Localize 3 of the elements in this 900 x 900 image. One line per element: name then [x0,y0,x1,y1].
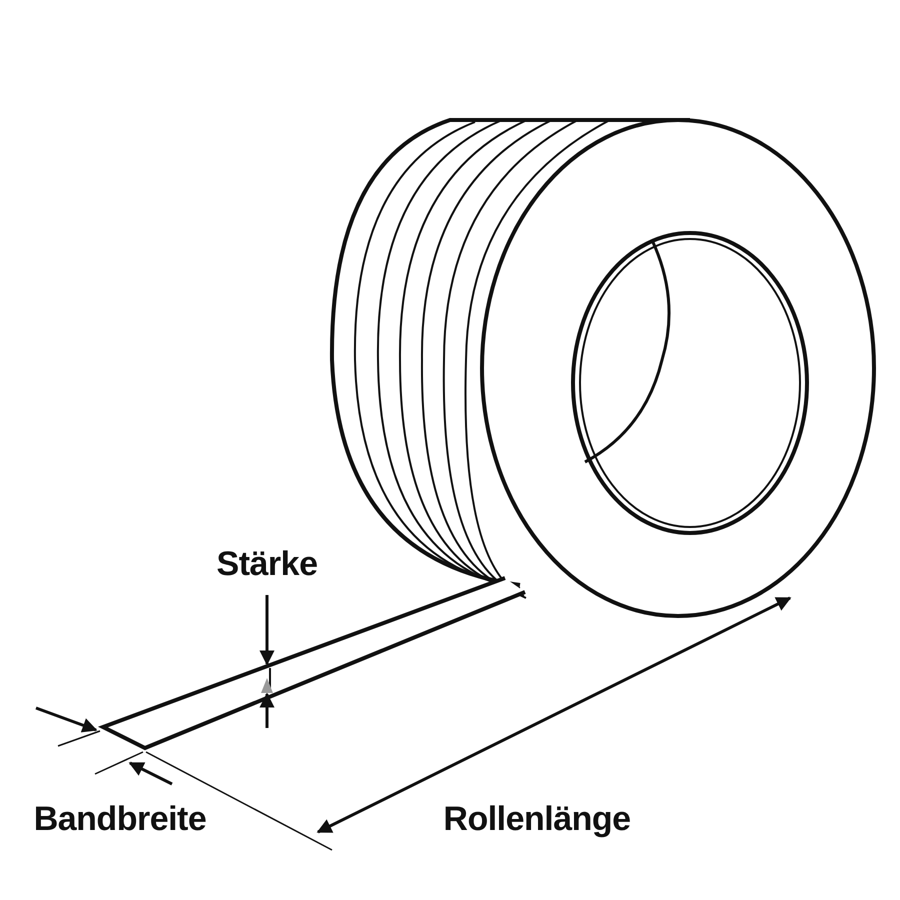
dimension-label: Stärke [216,545,318,584]
dimension-label: Bandbreite [34,800,206,839]
dimension-label: Rollenlänge [443,800,631,839]
